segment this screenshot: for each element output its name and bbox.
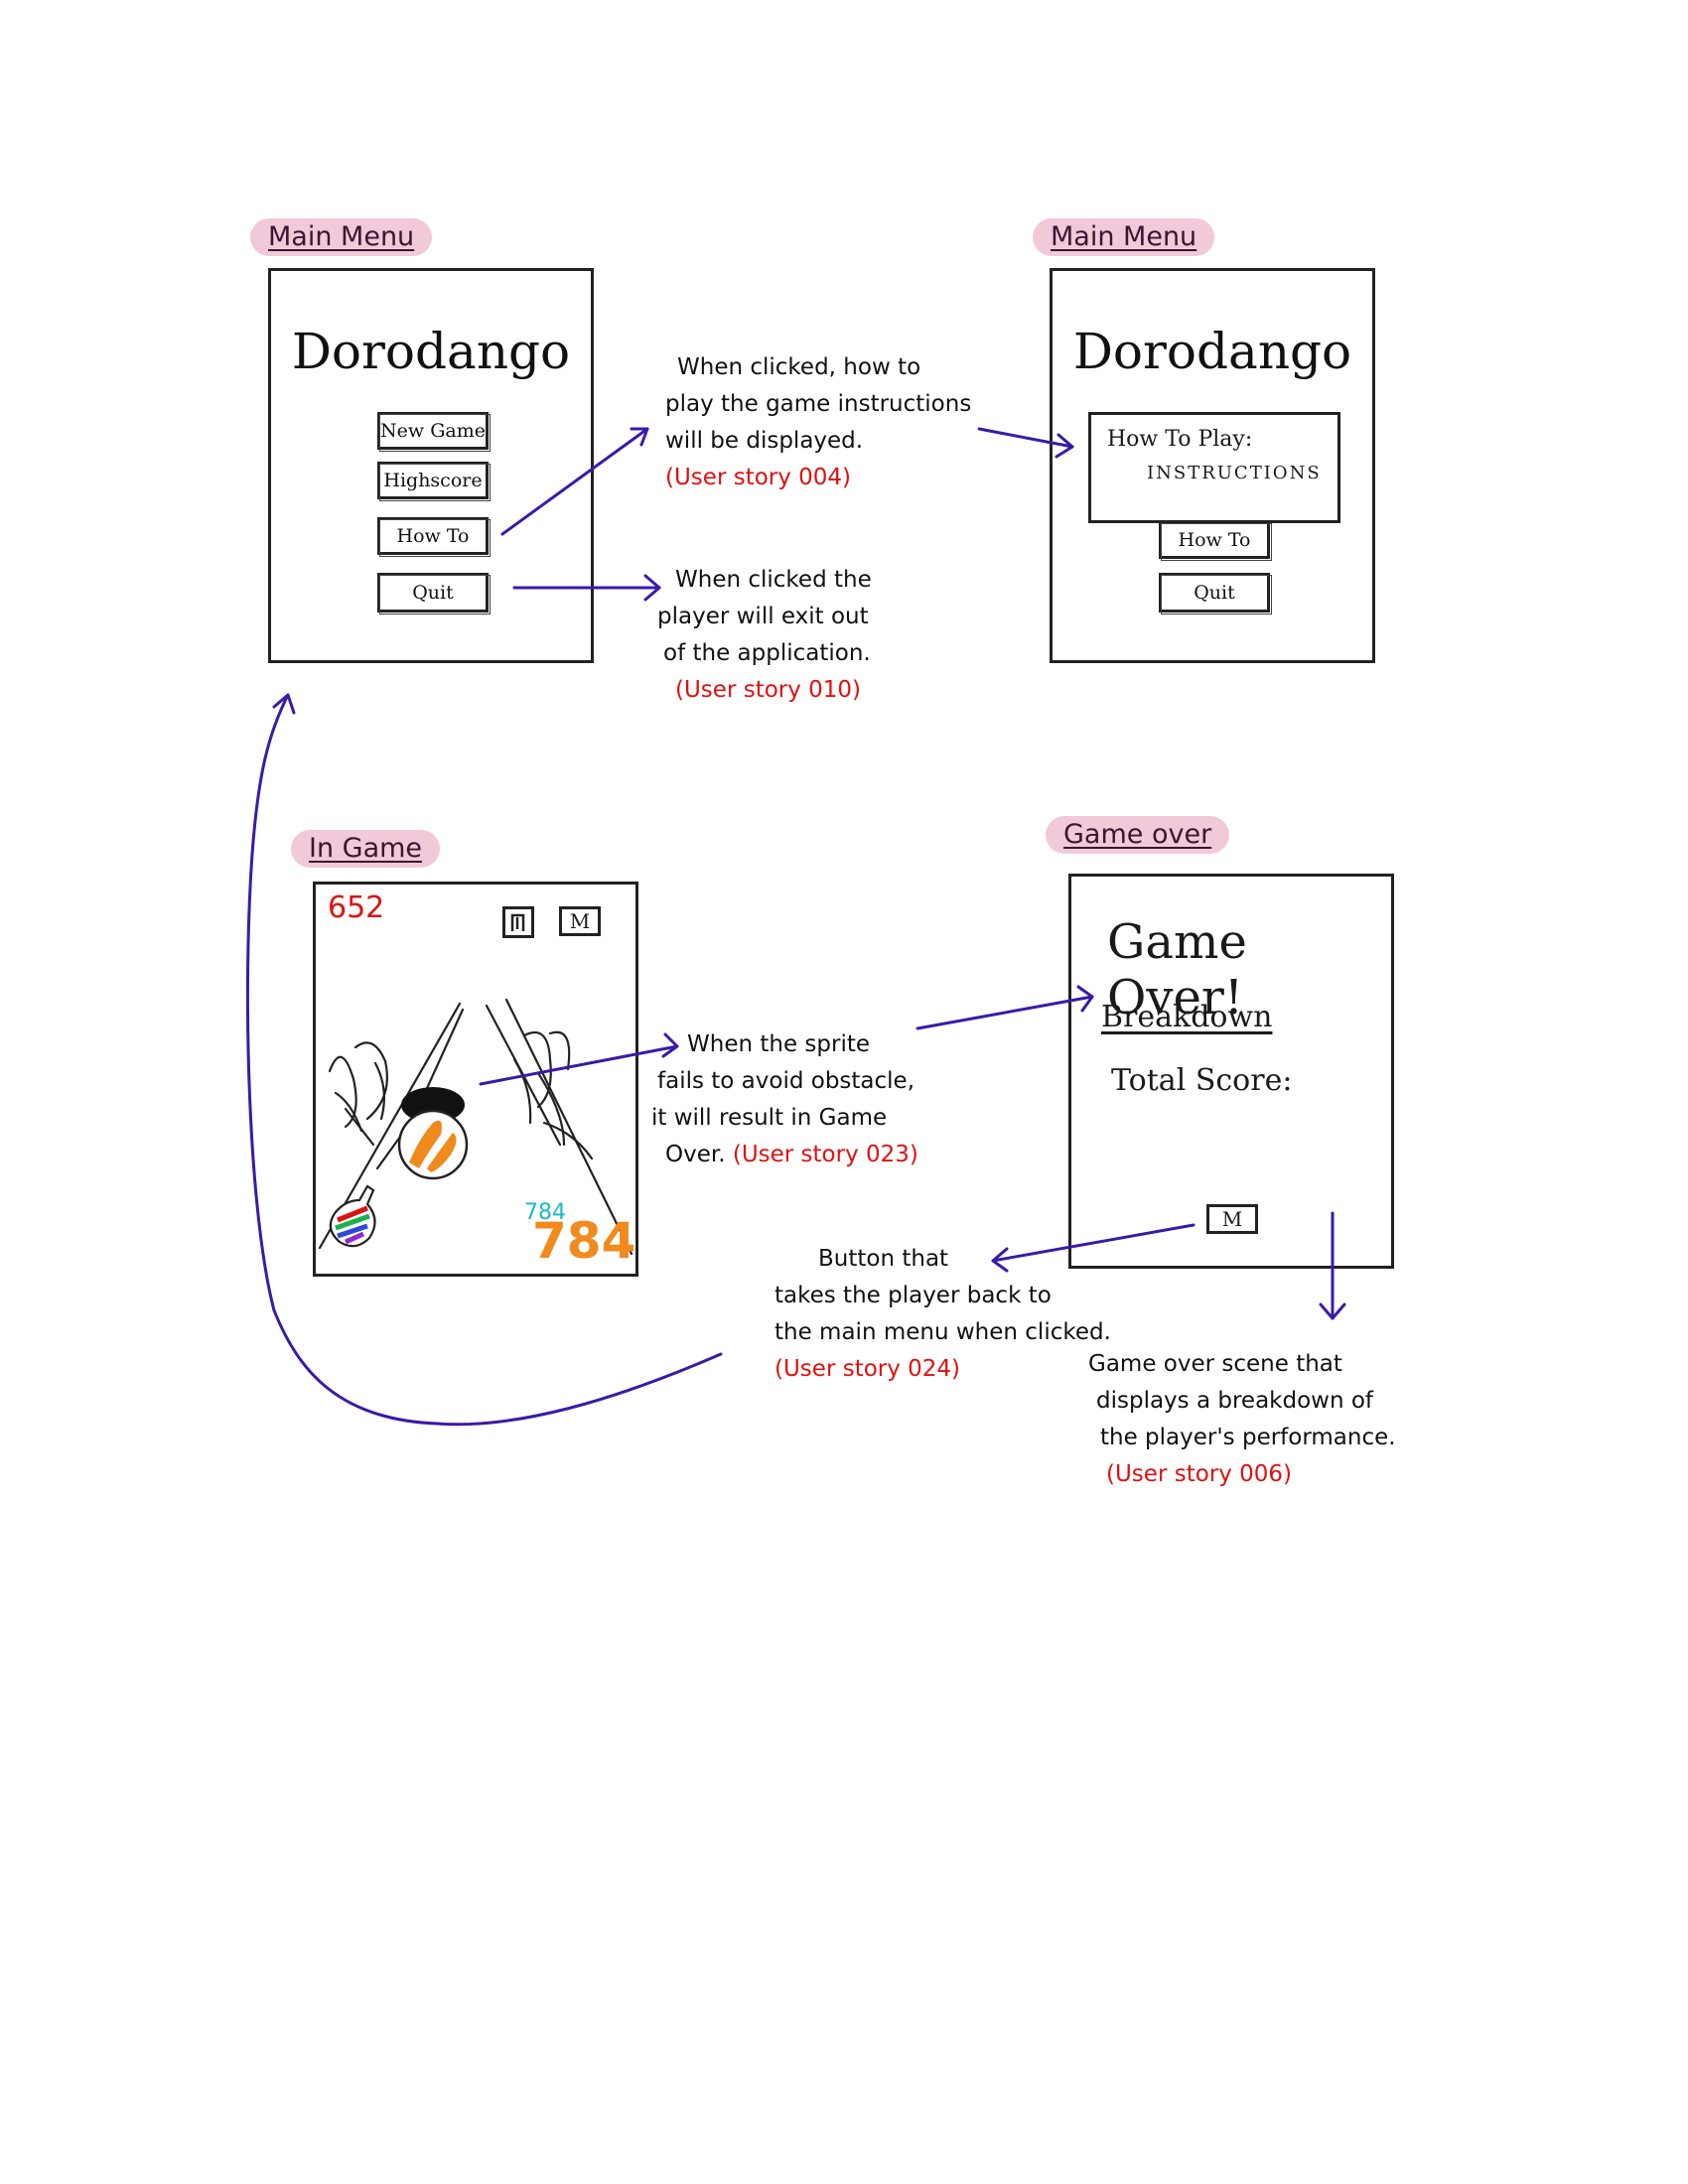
score-large: 784 <box>532 1212 636 1270</box>
user-story-010: (User story 010) <box>675 677 862 703</box>
note-game-over: Game over scene that displays a breakdow… <box>1088 1346 1396 1493</box>
user-story-004: (User story 004) <box>665 465 852 490</box>
dorodango-ball <box>397 1109 469 1180</box>
user-story-006: (User story 006) <box>1106 1461 1293 1487</box>
label-main-menu-1: Main Menu <box>250 218 433 256</box>
new-game-button[interactable]: New Game <box>377 412 489 450</box>
main-menu-screen: Dorodango New Game Highscore How To Quit <box>268 268 594 663</box>
note-quit: When clicked the player will exit out of… <box>657 562 872 709</box>
arrow-head <box>630 427 649 447</box>
note-menu-button: Button that takes the player back to the… <box>774 1241 1111 1388</box>
note-obstacle: When the sprite fails to avoid obstacle,… <box>651 1031 918 1167</box>
user-story-024: (User story 024) <box>774 1356 961 1382</box>
main-menu-howto-screen: Dorodango How To Play: INSTRUCTIONS How … <box>1050 268 1375 663</box>
total-score-label: Total Score: <box>1111 1063 1293 1098</box>
menu-button[interactable]: M <box>1206 1204 1258 1234</box>
quit-button[interactable]: Quit <box>1159 573 1270 613</box>
arrow-note-to-game-over <box>915 995 1094 1030</box>
game-over-screen: Game Over! Breakdown Total Score: M <box>1068 874 1394 1269</box>
user-story-023: (User story 023) <box>732 1142 918 1167</box>
breakdown-heading: Breakdown <box>1101 1000 1273 1034</box>
instructions-panel: How To Play: INSTRUCTIONS <box>1088 412 1340 523</box>
in-game-screen: 652 M <box>313 882 638 1277</box>
highscore-button[interactable]: Highscore <box>377 462 489 499</box>
label-main-menu-2: Main Menu <box>1033 218 1215 256</box>
note-how-to: When clicked, how to play the game instr… <box>665 349 971 496</box>
quit-button[interactable]: Quit <box>377 573 489 613</box>
game-title: Dorodango <box>291 323 571 380</box>
potion-icon <box>329 1184 376 1248</box>
instructions-heading: How To Play: <box>1107 427 1253 452</box>
label-game-over: Game over <box>1046 816 1230 854</box>
instructions-text: INSTRUCTIONS <box>1147 463 1322 483</box>
arrow-head <box>1319 1302 1346 1320</box>
how-to-button[interactable]: How To <box>1159 521 1270 559</box>
game-title: Dorodango <box>1072 323 1352 380</box>
label-in-game: In Game <box>291 830 441 868</box>
game-over-title: Game Over! <box>1107 914 1247 1025</box>
arrow-head <box>272 693 296 715</box>
how-to-button[interactable]: How To <box>377 517 489 555</box>
